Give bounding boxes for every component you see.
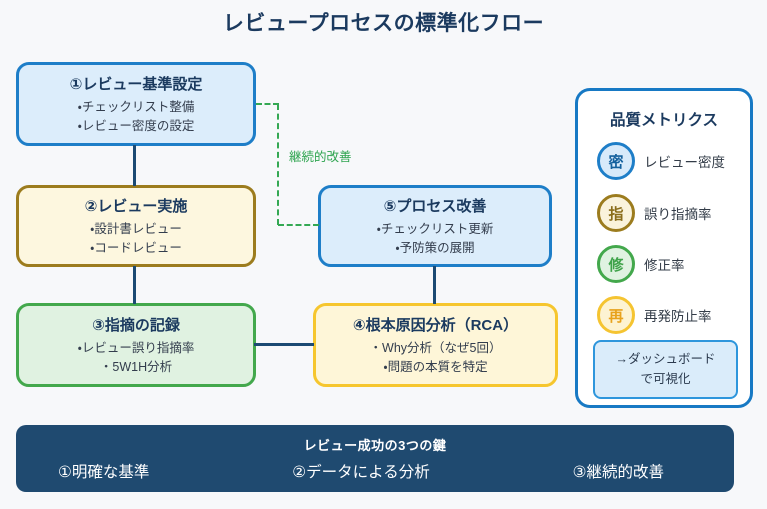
dashboard-note: →ダッシュボード で可視化 <box>593 340 738 399</box>
metric-label: 修正率 <box>644 258 685 273</box>
metric-badge-recurrence-icon: 再 <box>597 296 635 334</box>
footer-bar: レビュー成功の3つの鍵 ①明確な基準 ②データによる分析 ③継続的改善 <box>16 425 734 492</box>
flow-step-bullet: ・5W1H分析 <box>99 359 173 374</box>
metric-row-review-density: 密 レビュー密度 <box>597 142 725 180</box>
metric-label: 再発防止率 <box>644 309 712 324</box>
metric-badge-fix-icon: 修 <box>597 245 635 283</box>
footer-item-continuous-improvement: ③継続的改善 <box>572 464 664 481</box>
feedback-label: 継続的改善 <box>289 150 352 164</box>
flow-step-5-process-improvement: ⑤プロセス改善 ・チェックリスト更新 ・予防策の展開 <box>318 185 552 267</box>
metric-badge-detection-icon: 指 <box>597 194 635 232</box>
flow-step-title: ④根本原因分析（RCA） <box>352 316 519 334</box>
footer-item-clear-criteria: ①明確な基準 <box>58 464 150 481</box>
flow-step-bullet: ・問題の本質を特定 <box>383 359 488 374</box>
flow-step-title: ⑤プロセス改善 <box>383 197 487 215</box>
flow-step-1-review-criteria: ①レビュー基準設定 ・チェックリスト整備 ・レビュー密度の設定 <box>16 62 256 146</box>
connector-step2-step3 <box>133 266 136 304</box>
metric-badge-density-icon: 密 <box>597 142 635 180</box>
connector-step5-step4 <box>433 266 436 304</box>
flow-step-bullet: ・設計書レビュー <box>90 221 182 236</box>
metric-row-fix-rate: 修 修正率 <box>597 245 685 283</box>
connector-step1-step2 <box>133 145 136 186</box>
flow-step-title: ①レビュー基準設定 <box>69 75 203 93</box>
metrics-panel-title: 品質メトリクス <box>609 112 719 129</box>
flow-step-title: ③指摘の記録 <box>92 316 180 334</box>
feedback-dashed-line-bottom <box>278 224 319 226</box>
metric-row-error-detection-rate: 指 誤り指摘率 <box>597 194 712 232</box>
flow-step-4-root-cause-analysis: ④根本原因分析（RCA） ・Why分析（なぜ5回） ・問題の本質を特定 <box>313 303 558 387</box>
flow-step-bullet: ・チェックリスト整備 <box>77 99 195 114</box>
dashboard-note-line2: で可視化 <box>640 371 691 386</box>
flow-step-bullet: ・コードレビュー <box>90 240 182 255</box>
flow-step-bullet: ・レビュー密度の設定 <box>77 118 195 133</box>
flow-step-bullet: ・チェックリスト更新 <box>376 221 494 236</box>
flow-step-title: ②レビュー実施 <box>84 197 188 215</box>
flow-step-bullet: ・レビュー誤り指摘率 <box>77 340 195 355</box>
feedback-dashed-line-top <box>256 103 279 105</box>
feedback-dashed-line-vertical <box>277 104 279 225</box>
footer-item-data-analysis: ②データによる分析 <box>292 464 430 481</box>
flow-step-2-review-execution: ②レビュー実施 ・設計書レビュー ・コードレビュー <box>16 185 256 267</box>
page-title: レビュープロセスの標準化フロー <box>222 12 545 35</box>
flow-step-bullet: ・予防策の展開 <box>395 240 475 255</box>
metric-label: レビュー密度 <box>644 155 725 170</box>
footer-items: ①明確な基準 ②データによる分析 ③継続的改善 <box>16 460 734 482</box>
metric-label: 誤り指摘率 <box>644 207 712 222</box>
connector-step3-step4 <box>254 343 314 346</box>
dashboard-note-line1: →ダッシュボード <box>615 352 716 367</box>
quality-metrics-panel: 品質メトリクス 密 レビュー密度 指 誤り指摘率 修 修正率 再 再発防止率 →… <box>575 88 753 408</box>
flow-step-3-record-findings: ③指摘の記録 ・レビュー誤り指摘率 ・5W1H分析 <box>16 303 256 387</box>
footer-title: レビュー成功の3つの鍵 <box>303 438 447 453</box>
flow-step-bullet: ・Why分析（なぜ5回） <box>369 340 502 355</box>
metric-row-recurrence-prevention-rate: 再 再発防止率 <box>597 296 712 334</box>
